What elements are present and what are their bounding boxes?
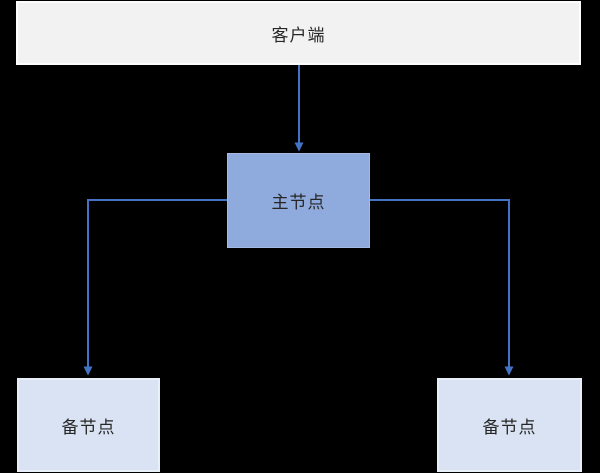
client-node: 客户端 — [16, 1, 581, 65]
backup-node-left: 备节点 — [17, 378, 160, 472]
backup-node-right: 备节点 — [437, 378, 582, 472]
backup-node-left-label: 备节点 — [61, 417, 116, 438]
backup-node-right-label: 备节点 — [482, 417, 537, 438]
master-to-backup-right-arrow — [370, 199, 514, 376]
master-node-label: 主节点 — [271, 193, 326, 213]
master-to-backup-left-arrow — [83, 199, 227, 376]
master-node: 主节点 — [227, 153, 370, 248]
client-node-label: 客户端 — [271, 25, 326, 46]
